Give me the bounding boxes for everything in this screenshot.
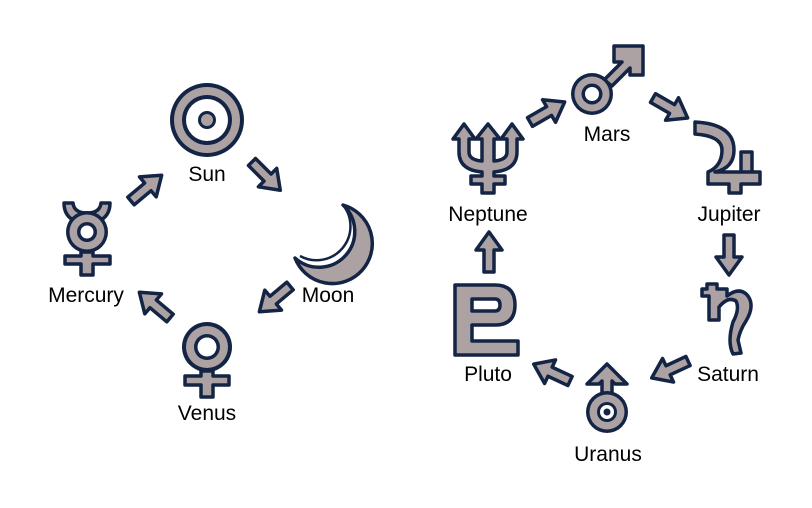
- arrow-jupiter-to-saturn: [714, 233, 744, 277]
- venus-icon: [182, 322, 232, 399]
- jupiter-icon: [693, 120, 762, 195]
- mercury-label: Mercury: [48, 284, 124, 307]
- arrow-saturn-to-uranus: [644, 347, 696, 392]
- saturn-label: Saturn: [697, 363, 759, 386]
- pluto-label: Pluto: [464, 363, 512, 386]
- arrow-mars-to-jupiter: [644, 84, 696, 132]
- neptune-icon: [451, 122, 525, 195]
- moon-label: Moon: [302, 284, 355, 307]
- mercury-icon: [62, 201, 112, 277]
- neptune-label: Neptune: [448, 203, 527, 226]
- jupiter-label: Jupiter: [697, 203, 760, 226]
- uranus-label: Uranus: [574, 443, 642, 466]
- inner-planets-cycle: Sun Moon Venus Mercury: [48, 83, 375, 425]
- arrow-sun-to-moon: [241, 151, 292, 202]
- arrow-neptune-to-mars: [521, 88, 573, 136]
- pluto-icon: [453, 283, 520, 357]
- arrow-moon-to-venus: [249, 274, 301, 324]
- moon-icon: [293, 203, 375, 286]
- uranus-icon: [585, 362, 629, 433]
- saturn-icon: [700, 282, 753, 356]
- arrow-pluto-to-neptune: [474, 230, 504, 274]
- arrow-venus-to-mercury: [129, 280, 181, 330]
- sun-label: Sun: [188, 163, 225, 186]
- arrow-uranus-to-pluto: [526, 350, 578, 395]
- arrow-mercury-to-sun: [120, 163, 172, 213]
- sun-icon: [170, 83, 244, 157]
- outer-planets-cycle: Mars Jupiter Saturn Uranus Pluto: [448, 44, 762, 466]
- venus-label: Venus: [178, 402, 236, 425]
- mars-icon: [571, 44, 645, 115]
- mars-label: Mars: [584, 123, 631, 146]
